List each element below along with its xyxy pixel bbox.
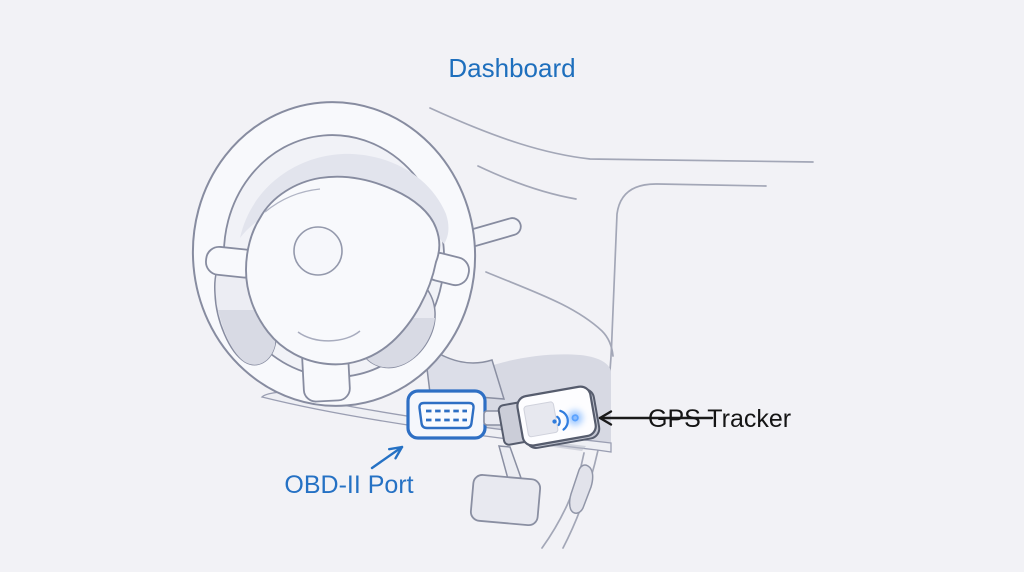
wheel-top-shade <box>240 153 449 244</box>
steering-wheel-hub <box>293 226 343 276</box>
gps-tracker-device <box>497 385 601 449</box>
brake-pedal <box>469 474 542 527</box>
page-title: Dashboard <box>448 53 575 83</box>
center-console-line <box>541 452 585 549</box>
pedals <box>469 445 594 527</box>
status-led <box>567 410 583 426</box>
gps-tracker-label: GPS Tracker <box>648 405 791 433</box>
dash-inner-line <box>477 165 577 200</box>
pad-highlight-line <box>264 188 321 213</box>
obd-port-label: OBD-II Port <box>284 471 413 499</box>
gps-tracker-callout: GPS Tracker <box>598 405 791 433</box>
gps-tracker-arrow <box>598 410 714 426</box>
dash-top-line <box>429 107 814 163</box>
steering-wheel <box>191 101 477 407</box>
obd-port-icon <box>406 389 487 440</box>
knee-bolster-line <box>485 271 614 357</box>
obd-port-pins <box>426 409 467 422</box>
obd-port-arrow <box>370 445 404 470</box>
wifi-signal-icon <box>552 409 569 431</box>
accelerator-pedal <box>568 464 594 514</box>
obd-port-connector-icon <box>418 401 475 430</box>
wheel-center-pad <box>245 175 441 366</box>
tracker-label-patch <box>523 401 559 438</box>
pad-contour-line <box>297 330 361 342</box>
obd-port-callout: OBD-II Port <box>284 445 414 499</box>
